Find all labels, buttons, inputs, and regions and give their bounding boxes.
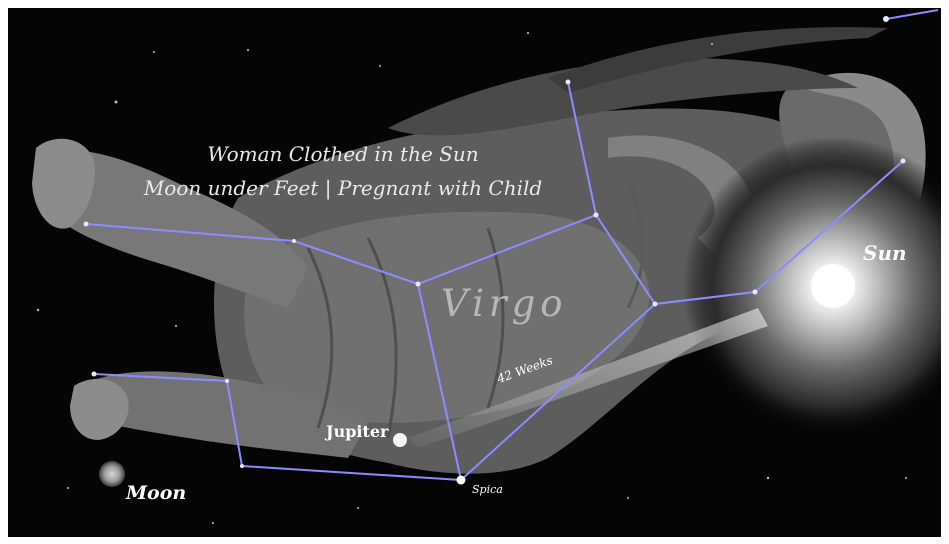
virgo-illustration: [8, 8, 941, 537]
caption-line-1: Woman Clothed in the Sun: [138, 142, 548, 166]
jupiter-planet: [393, 433, 407, 447]
caption-line-2: Moon under Feet | Pregnant with Child: [138, 176, 548, 200]
jupiter-label: Jupiter: [326, 422, 388, 441]
star-map: Woman Clothed in the Sun Moon under Feet…: [8, 8, 941, 537]
figure-foot-lower: [70, 379, 129, 440]
spica-label: Spica: [472, 483, 503, 496]
sun-label: Sun: [863, 241, 907, 265]
moon-body: [99, 461, 125, 487]
spica-star: [457, 476, 466, 485]
sun-core: [811, 264, 855, 308]
constellation-label: Virgo: [441, 282, 568, 325]
moon-label: Moon: [126, 482, 186, 504]
